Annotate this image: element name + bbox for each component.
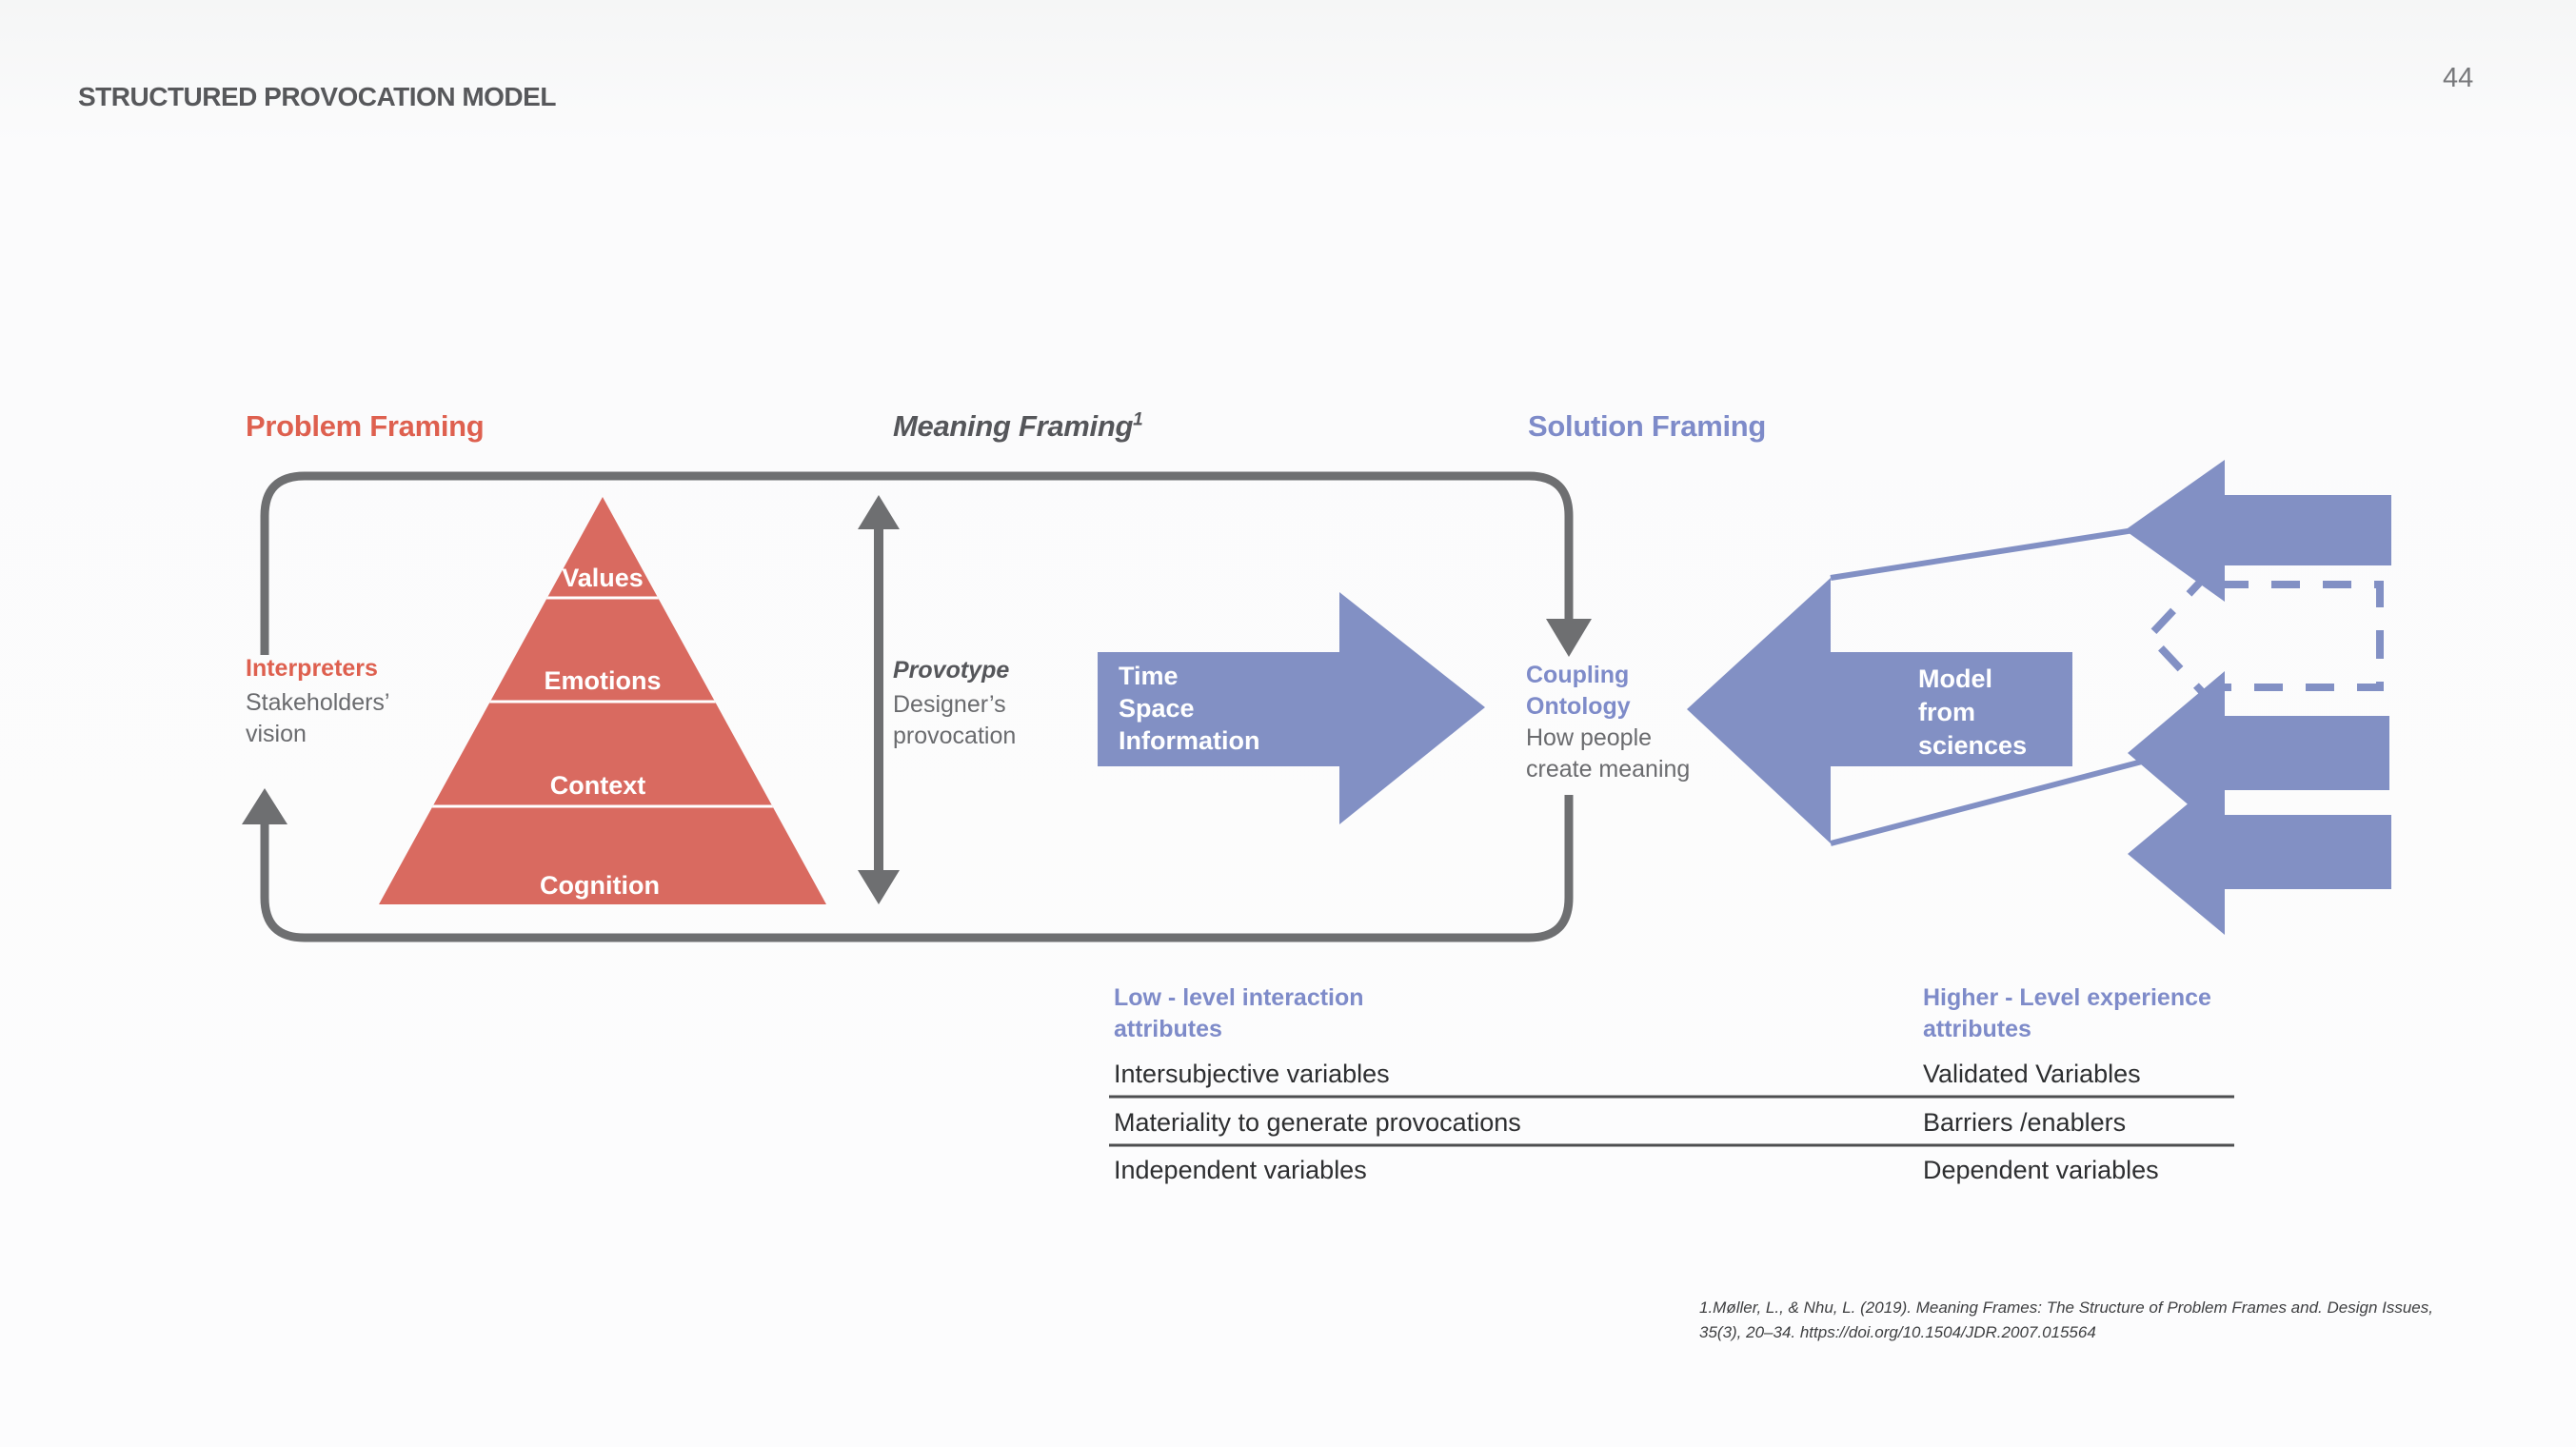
loop-border-bottom <box>242 788 1574 942</box>
time-arrow-line1: Time <box>1119 662 1179 690</box>
pyramid-level-context: Context <box>549 771 646 800</box>
coupling-title-line1: Coupling <box>1526 662 1630 688</box>
interpreters-line2: vision <box>246 721 307 747</box>
input-arrow-dashed <box>2144 570 2384 702</box>
table-right-header-line2: attributes <box>1923 1016 2031 1042</box>
heading-meaning-framing: Meaning Framing1 <box>893 409 1143 444</box>
footnote-marker: 1 <box>1133 409 1143 430</box>
provotype-line1: Designer’s <box>893 691 1006 718</box>
pyramid-level-cognition: Cognition <box>540 871 660 900</box>
coupling-line1: How people <box>1526 724 1653 751</box>
heading-problem-framing: Problem Framing <box>246 409 485 443</box>
input-arrow-top <box>2125 460 2391 602</box>
time-arrow-line2: Space <box>1119 694 1195 723</box>
heading-meaning-framing-label: Meaning Framing <box>893 409 1134 443</box>
input-arrow-bottom <box>2128 773 2391 935</box>
input-arrows-cluster <box>2125 460 2391 935</box>
provotype-line2: provocation <box>893 723 1017 749</box>
page-number: 44 <box>2443 63 2474 93</box>
model-arrow-line3: sciences <box>1918 731 2028 760</box>
model-from-sciences-arrow <box>1687 578 2072 843</box>
table-left-header-line1: Low - level interaction <box>1114 984 1364 1011</box>
pyramid-level-emotions: Emotions <box>544 666 662 695</box>
heading-solution-framing: Solution Framing <box>1528 409 1767 443</box>
pyramid <box>379 497 826 904</box>
loop-arrowhead-down-icon <box>1546 619 1592 657</box>
coupling-line2: create meaning <box>1526 756 1691 783</box>
table-row1-right: Validated Variables <box>1923 1060 2141 1088</box>
loop-arrowhead-up-icon <box>242 788 287 824</box>
provotype-title: Provotype <box>893 657 1010 684</box>
model-arrow-line1: Model <box>1918 664 1992 693</box>
table-row3-right: Dependent variables <box>1923 1156 2159 1184</box>
table-right-header-line1: Higher - Level experience <box>1923 984 2211 1011</box>
interpreters-line1: Stakeholders’ <box>246 689 390 716</box>
loop-border-top <box>260 471 1592 657</box>
model-arrow-line2: from <box>1918 698 1975 726</box>
page-title: STRUCTURED PROVOCATION MODEL <box>78 82 556 111</box>
footnote-line2: 35(3), 20–34. https://doi.org/10.1504/JD… <box>1699 1323 2096 1341</box>
coupling-title-line2: Ontology <box>1526 693 1631 720</box>
footnote-line1: 1.Møller, L., & Nhu, L. (2019). Meaning … <box>1699 1298 2433 1317</box>
pyramid-level-values: Values <box>562 564 644 592</box>
input-arrow-middle <box>2128 671 2389 836</box>
table-row2-left: Materiality to generate provocations <box>1114 1108 1521 1137</box>
table-row3-left: Independent variables <box>1114 1156 1367 1184</box>
interpreters-title: Interpreters <box>246 655 378 682</box>
time-arrow-line3: Information <box>1119 726 1260 755</box>
table-row1-left: Intersubjective variables <box>1114 1060 1390 1088</box>
table-left-header-line2: attributes <box>1114 1016 1222 1042</box>
table-row2-right: Barriers /enablers <box>1923 1108 2127 1137</box>
